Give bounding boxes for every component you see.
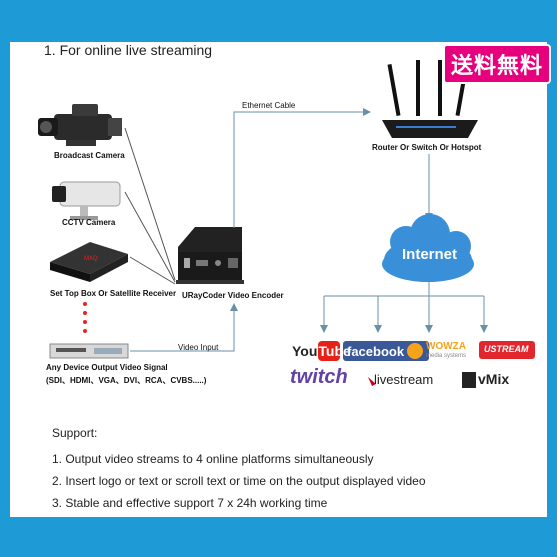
youtube-tube-text: Tube <box>317 343 350 359</box>
livestream-logo: livestream <box>374 372 433 387</box>
youtube-logo: YouTube <box>292 343 351 359</box>
internet-to-platforms-lines <box>324 282 484 332</box>
vmix-logo: vMix <box>478 371 509 387</box>
encoder-label: URayCoder Video Encoder <box>182 291 284 300</box>
dvd-player-icon <box>50 344 128 358</box>
youtube-you-text: You <box>292 343 317 359</box>
support-item-2: 2. Insert logo or text or scroll text or… <box>52 474 426 488</box>
diagram-canvas: 1. For online live streaming <box>10 42 547 517</box>
signal-types-label: (SDI、HDMI、VGA、DVI、RCA、CVBS.....) <box>46 375 206 386</box>
set-top-box-icon: MXQ <box>50 242 128 282</box>
ustream-logo: USTREAM <box>484 344 529 354</box>
diagram-drawing: MXQ <box>10 42 547 517</box>
vmix-logo-box <box>462 372 476 388</box>
free-shipping-badge: 送料無料 <box>443 44 551 84</box>
red-dot-ellipsis <box>83 302 87 333</box>
ethernet-cable-label: Ethernet Cable <box>242 101 295 110</box>
set-top-box-label: Set Top Box Or Satellite Receiver <box>50 289 176 298</box>
router-label: Router Or Switch Or Hotspot <box>372 143 481 152</box>
wowza-logo: WOWZA <box>426 341 466 352</box>
svg-text:MXQ: MXQ <box>84 256 98 262</box>
broadcast-camera-label: Broadcast Camera <box>54 151 125 160</box>
twitch-logo: twitch <box>290 366 348 389</box>
support-title: Support: <box>52 426 97 440</box>
encoder-device-icon <box>176 227 244 284</box>
any-device-label: Any Device Output Video Signal <box>46 363 168 372</box>
device-connection-lines <box>125 128 175 284</box>
support-item-1: 1. Output video streams to 4 online plat… <box>52 452 374 466</box>
facebook-logo: facebook <box>347 344 404 359</box>
broadcast-camera-icon <box>38 104 122 146</box>
ethernet-line <box>234 112 370 228</box>
video-input-label: Video Input <box>178 343 218 352</box>
internet-label: Internet <box>402 246 457 263</box>
wowza-subtitle: media systems <box>426 353 466 359</box>
cctv-camera-icon <box>52 182 120 220</box>
wowza-logo-mark <box>407 343 423 359</box>
cctv-camera-label: CCTV Camera <box>62 218 115 227</box>
support-item-3: 3. Stable and effective support 7 x 24h … <box>52 496 327 510</box>
